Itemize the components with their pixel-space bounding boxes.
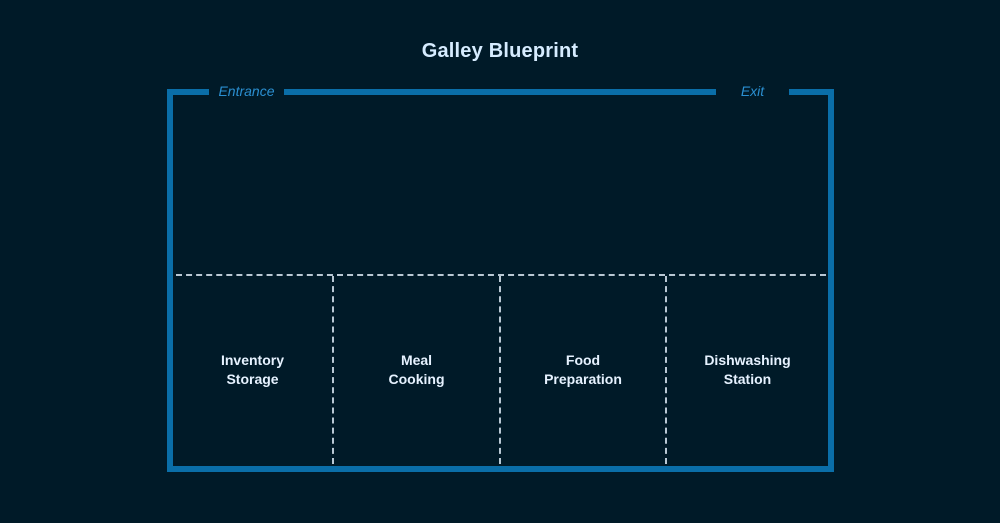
wall-top-middle-segment <box>284 89 716 95</box>
zone-dishwashing-station: Dishwashing Station <box>667 276 828 464</box>
zone-inventory-storage: Inventory Storage <box>173 276 332 464</box>
zone-divider-3 <box>665 276 667 464</box>
zone-label-line1: Food <box>565 352 601 368</box>
zone-divider-horizontal <box>176 274 826 276</box>
page-title: Galley Blueprint <box>421 40 579 62</box>
wall-right <box>828 89 834 472</box>
zone-label-line2: Preparation <box>544 371 622 387</box>
entrance-label: Entrance <box>218 83 275 99</box>
zone-food-preparation: Food Preparation <box>501 276 665 464</box>
zone-label-line2: Cooking <box>388 371 445 387</box>
wall-top-right-segment <box>789 89 834 95</box>
wall-top-left-segment <box>167 89 209 95</box>
zone-label-line1: Dishwashing <box>704 352 791 368</box>
zone-divider-2 <box>499 276 501 464</box>
zone-meal-cooking: Meal Cooking <box>334 276 499 464</box>
zone-label-line1: Meal <box>400 352 433 368</box>
zone-label-line2: Storage <box>226 371 279 387</box>
zone-label-line2: Station <box>723 371 772 387</box>
zone-label-line1: Inventory <box>220 352 284 368</box>
wall-bottom <box>167 466 834 472</box>
zone-divider-1 <box>332 276 334 464</box>
exit-label: Exit <box>740 83 765 99</box>
wall-left <box>167 89 173 472</box>
